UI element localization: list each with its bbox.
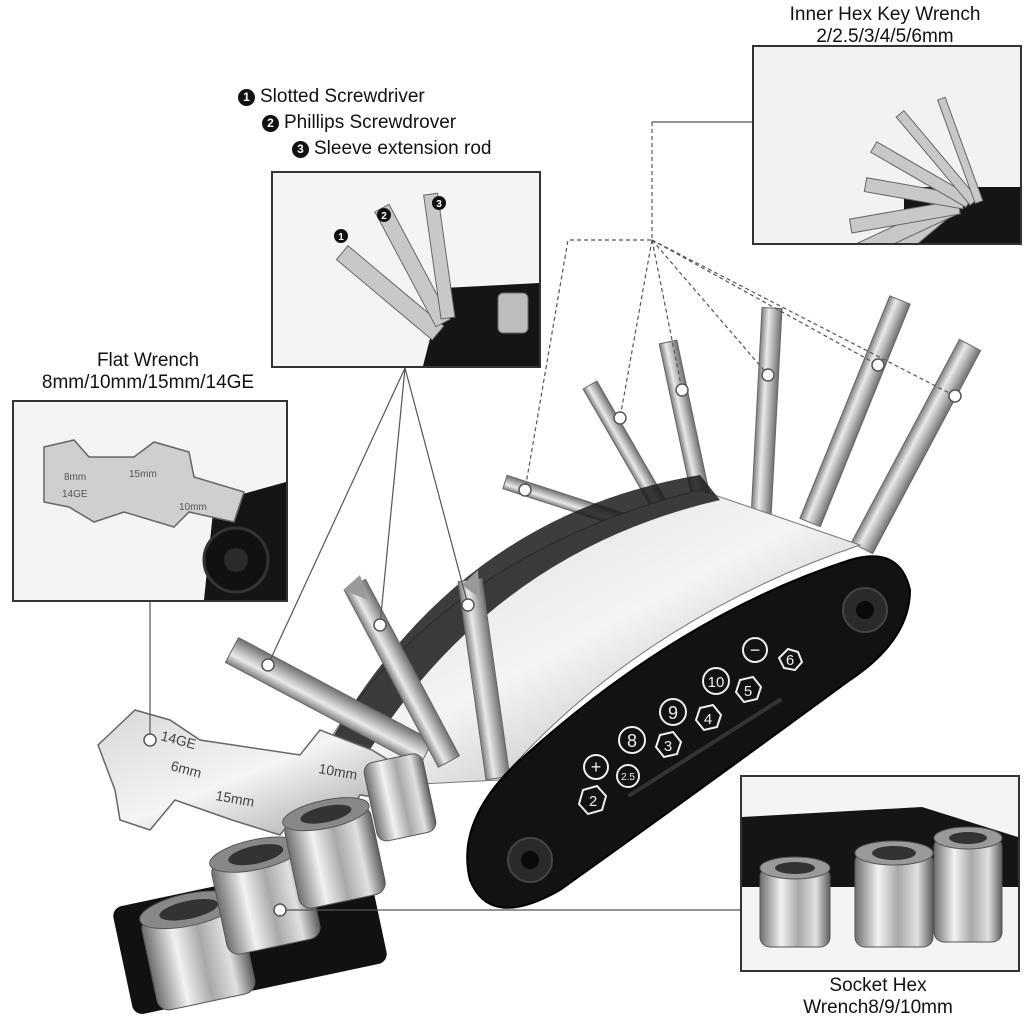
wrench-mark-10mm: 10mm <box>317 760 358 783</box>
inset-wrench-mark-8mm: 8mm <box>64 472 86 483</box>
icon-8: 8 <box>627 731 637 751</box>
icon-plus: + <box>591 757 602 777</box>
inset-screw-num-3: 3 <box>436 199 442 210</box>
icon-minus: − <box>750 640 761 660</box>
wrench-mark-15mm: 15mm <box>214 787 255 810</box>
socket-label: Socket Hex Wrench8/9/10mm <box>740 975 1016 1019</box>
inset-wrench-mark-14ge: 14GE <box>62 489 88 500</box>
flat-wrench-label: Flat Wrench 8mm/10mm/15mm/14GE <box>0 350 296 394</box>
screw-label-1-text: Slotted Screwdriver <box>260 86 425 107</box>
inset-socket-hex <box>740 775 1020 972</box>
body-size-icons: + 8 9 10 − 6 2 2.5 3 4 5 <box>577 637 804 816</box>
screw-num-2-icon: 2 <box>262 115 279 132</box>
leader-lines <box>149 121 956 911</box>
icon-2-5: 2.5 <box>621 772 635 783</box>
inset-screw-num-1: 1 <box>338 232 344 243</box>
icon-2: 2 <box>589 793 597 810</box>
wrench-mark-6mm: 6mm <box>169 757 203 781</box>
icon-5: 5 <box>744 683 752 700</box>
inset-hex-key-wrench <box>752 45 1022 245</box>
screw-label-3-text: Sleeve extension rod <box>314 138 492 159</box>
inset-flat-wrench: 8mm 15mm 10mm 14GE <box>12 400 288 602</box>
screw-label-2-text: Phillips Screwdrover <box>284 112 457 133</box>
inset-wrench-mark-15mm: 15mm <box>129 469 157 480</box>
icon-3: 3 <box>664 738 672 755</box>
socket-sizes: Wrench8/9/10mm <box>803 997 953 1018</box>
screwdriver-label-group: 1 Slotted Screwdriver 2 Phillips Screwdrov… <box>238 86 491 160</box>
screw-label-2: 2 Phillips Screwdrover <box>262 112 491 134</box>
screw-label-3: 3 Sleeve extension rod <box>292 138 491 160</box>
inset-screwdrivers: 1 2 3 <box>271 171 541 368</box>
inset-socket-image <box>742 777 1018 970</box>
screwdriver-blades <box>224 570 511 781</box>
inset-hex-key-image <box>754 47 1020 243</box>
socket-row <box>113 753 437 1014</box>
icon-6: 6 <box>786 652 794 669</box>
tool-body-front <box>466 555 912 909</box>
screw-num-1-icon: 1 <box>238 89 255 106</box>
inset-flat-wrench-image: 8mm 15mm 10mm 14GE <box>14 402 286 600</box>
inset-wrench-mark-10mm: 10mm <box>179 502 207 513</box>
flat-wrench-sizes: 8mm/10mm/15mm/14GE <box>41 372 255 393</box>
icon-4: 4 <box>704 711 712 728</box>
icon-10: 10 <box>708 674 725 691</box>
hex-key-title: Inner Hex Key Wrench <box>789 4 981 25</box>
flat-wrench-title: Flat Wrench <box>96 350 200 371</box>
screw-label-1: 1 Slotted Screwdriver <box>238 86 491 108</box>
socket-title: Socket Hex <box>829 975 927 996</box>
screw-num-3-icon: 3 <box>292 141 309 158</box>
inset-screw-num-2: 2 <box>381 211 387 222</box>
leader-dots <box>143 358 962 917</box>
icon-9: 9 <box>668 703 678 723</box>
hex-key-label: Inner Hex Key Wrench 2/2.5/3/4/5/6mm <box>752 4 1018 48</box>
inset-screwdriver-image: 1 2 3 <box>273 173 539 366</box>
hex-key-sizes: 2/2.5/3/4/5/6mm <box>816 26 954 47</box>
